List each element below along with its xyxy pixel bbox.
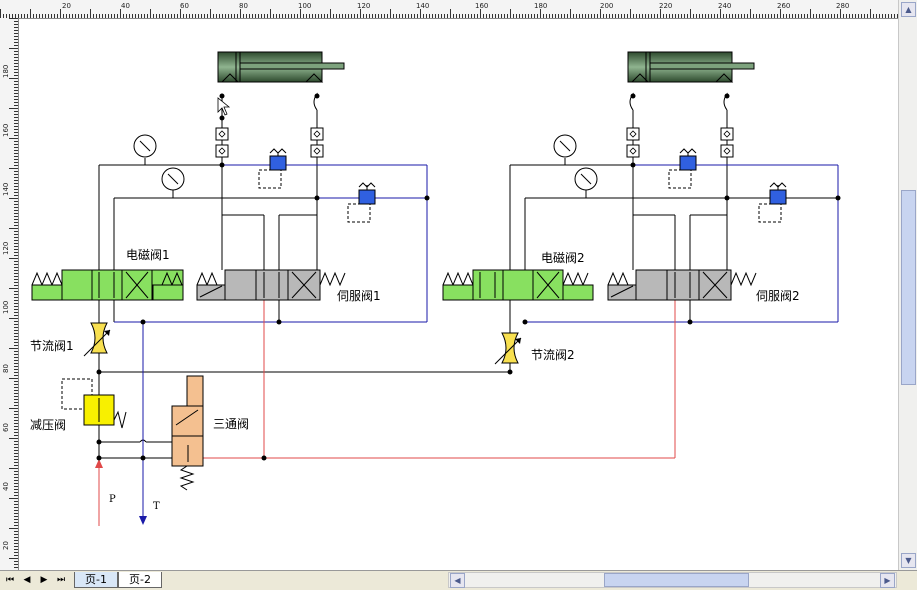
ruler-label: 60 xyxy=(180,2,189,10)
servo-valve-1[interactable] xyxy=(196,269,346,301)
scroll-left-button[interactable]: ◀ xyxy=(450,573,465,588)
relief-valve-1b[interactable] xyxy=(347,182,376,223)
ruler-label: 220 xyxy=(659,2,672,10)
throttle-valve-2[interactable] xyxy=(494,332,522,365)
relief-valve-2a[interactable] xyxy=(668,148,697,189)
ruler-label: 40 xyxy=(2,482,10,491)
scroll-right-button[interactable]: ▶ xyxy=(880,573,895,588)
vertical-ruler: 180 160 140 120 100 80 60 40 20 xyxy=(0,18,19,570)
three-way-valve-label: 三通阀 xyxy=(213,417,249,431)
throttle-valve-1[interactable] xyxy=(83,322,111,357)
ruler-label: 100 xyxy=(2,301,10,314)
prev-page-icon[interactable]: ◀ xyxy=(23,575,31,585)
first-page-icon[interactable]: ⏮ xyxy=(5,575,15,585)
ruler-label: 140 xyxy=(2,183,10,196)
last-page-icon[interactable]: ⏭ xyxy=(56,575,66,585)
ruler-label: 240 xyxy=(718,2,731,10)
ruler-label: 80 xyxy=(239,2,248,10)
servo-valve-2[interactable] xyxy=(607,269,757,301)
return-lines xyxy=(114,164,839,525)
pressure-reducing-valve[interactable] xyxy=(61,378,127,429)
cylinder-1[interactable] xyxy=(217,51,345,83)
solenoid-valve-1[interactable] xyxy=(31,269,184,301)
solenoid-valve-1-label: 电磁阀1 xyxy=(126,247,170,262)
throttle-valve-2-label: 节流阀2 xyxy=(531,348,575,362)
servo-valve-1-label: 伺服阀1 xyxy=(337,289,381,303)
throttle-valve-1-label: 节流阀1 xyxy=(30,339,74,353)
ruler-label: 180 xyxy=(534,2,547,10)
tab-page-1[interactable]: 页-1 xyxy=(74,572,118,588)
ruler-label: 20 xyxy=(2,541,10,550)
pressure-reducing-valve-label: 减压阀 xyxy=(30,418,66,432)
ruler-label: 160 xyxy=(2,124,10,137)
hydraulic-diagram: 电磁阀1 伺服阀1 电磁阀2 伺服阀2 xyxy=(30,51,841,526)
tab-page-2[interactable]: 页-2 xyxy=(118,572,162,588)
horizontal-scroll-thumb[interactable] xyxy=(604,573,749,587)
servo-valve-2-label: 伺服阀2 xyxy=(756,289,800,303)
next-page-icon[interactable]: ▶ xyxy=(40,575,48,585)
ruler-label: 140 xyxy=(416,2,429,10)
scroll-down-button[interactable]: ▼ xyxy=(901,553,916,568)
three-way-valve[interactable] xyxy=(171,375,204,491)
vertical-scrollbar[interactable]: ▲ ▼ xyxy=(898,0,917,570)
ruler-label: 100 xyxy=(298,2,311,10)
check-valves xyxy=(215,127,734,158)
ruler-label: 180 xyxy=(2,65,10,78)
junction-dots xyxy=(96,93,841,461)
move-cursor-icon xyxy=(217,97,231,116)
ruler-label: 60 xyxy=(2,423,10,432)
horizontal-scrollbar[interactable]: ◀ ▶ xyxy=(448,572,897,588)
drawing-canvas[interactable]: 电磁阀1 伺服阀1 电磁阀2 伺服阀2 xyxy=(19,19,898,570)
relief-valve-1a[interactable] xyxy=(258,148,287,189)
ruler-label: 120 xyxy=(357,2,370,10)
port-t-label: T xyxy=(153,501,160,512)
solenoid-valve-2[interactable] xyxy=(442,269,594,301)
page-tabs-bar: ⏮ ◀ ▶ ⏭ 页-1 页-2 ◀ ▶ xyxy=(0,570,917,590)
horizontal-ruler: 20 40 60 80 100 120 140 160 180 200 220 … xyxy=(0,0,898,19)
cylinder-2[interactable] xyxy=(627,51,755,83)
ruler-label: 260 xyxy=(777,2,790,10)
ruler-label: 40 xyxy=(121,2,130,10)
ruler-label: 160 xyxy=(475,2,488,10)
vertical-scroll-thumb[interactable] xyxy=(901,190,916,385)
vertical-ruler-ticks: 180 160 140 120 100 80 60 40 20 xyxy=(2,18,18,568)
port-p-label: P xyxy=(109,494,116,505)
scroll-up-button[interactable]: ▲ xyxy=(901,2,916,17)
ruler-label: 280 xyxy=(836,2,849,10)
ruler-label: 120 xyxy=(2,242,10,255)
horizontal-ruler-ticks: 20 40 60 80 100 120 140 160 180 200 220 … xyxy=(0,2,898,18)
ruler-label: 80 xyxy=(2,364,10,373)
solenoid-valve-2-label: 电磁阀2 xyxy=(541,250,585,265)
pressure-gauge-icon xyxy=(133,134,598,191)
relief-valve-2b[interactable] xyxy=(758,182,787,223)
ruler-label: 200 xyxy=(600,2,613,10)
ruler-label: 20 xyxy=(62,2,71,10)
pressure-lines xyxy=(95,300,676,526)
